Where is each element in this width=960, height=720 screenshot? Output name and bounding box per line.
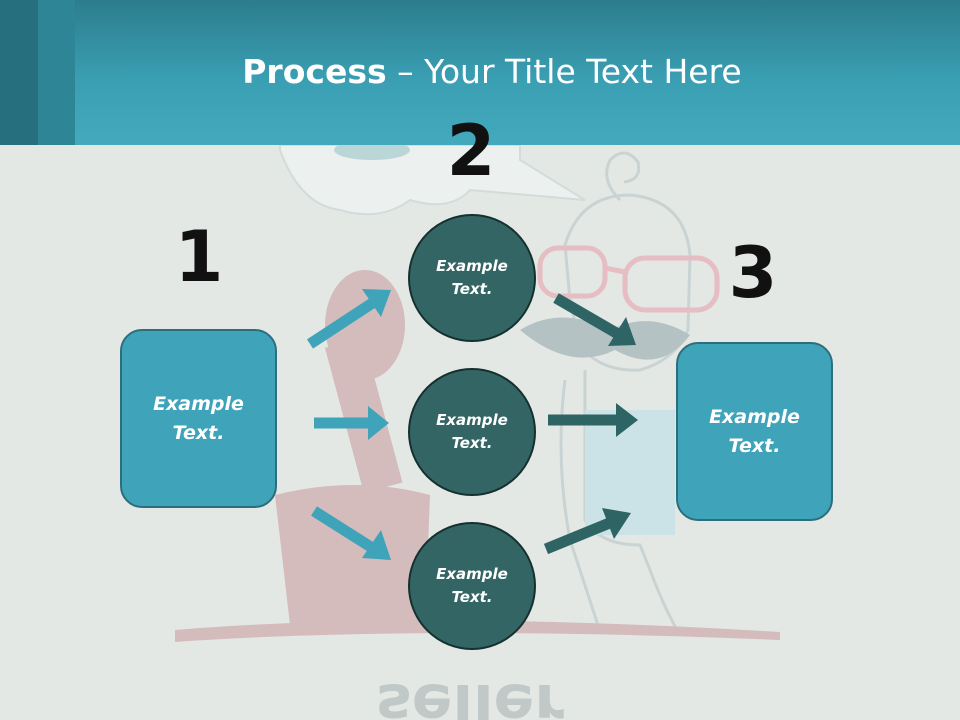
process-circle-bottom: Example Text. — [408, 522, 536, 650]
source-box: Example Text. — [120, 329, 277, 508]
step-number-1: 1 — [174, 216, 224, 298]
process-circle-top: Example Text. — [408, 214, 536, 342]
step-number-3: 3 — [728, 232, 778, 314]
svg-text:seller: seller — [376, 670, 564, 720]
process-circle-label: Example Text. — [436, 256, 508, 298]
process-circle-label: Example Text. — [436, 564, 508, 606]
process-circle-label: Example Text. — [436, 410, 508, 452]
title-bar: Process – Your Title Text Here — [0, 0, 960, 145]
slide-title: Process – Your Title Text Here — [0, 52, 960, 91]
process-circle-middle: Example Text. — [408, 368, 536, 496]
target-box-label: Example Text. — [709, 406, 800, 457]
header-accent-stripe — [38, 0, 75, 145]
target-box: Example Text. — [676, 342, 833, 521]
title-rest-part: – Your Title Text Here — [386, 52, 742, 91]
title-bold-part: Process — [242, 52, 387, 91]
header-accent-stripe — [0, 0, 38, 145]
source-box-label: Example Text. — [153, 393, 244, 444]
step-number-2: 2 — [446, 110, 496, 192]
